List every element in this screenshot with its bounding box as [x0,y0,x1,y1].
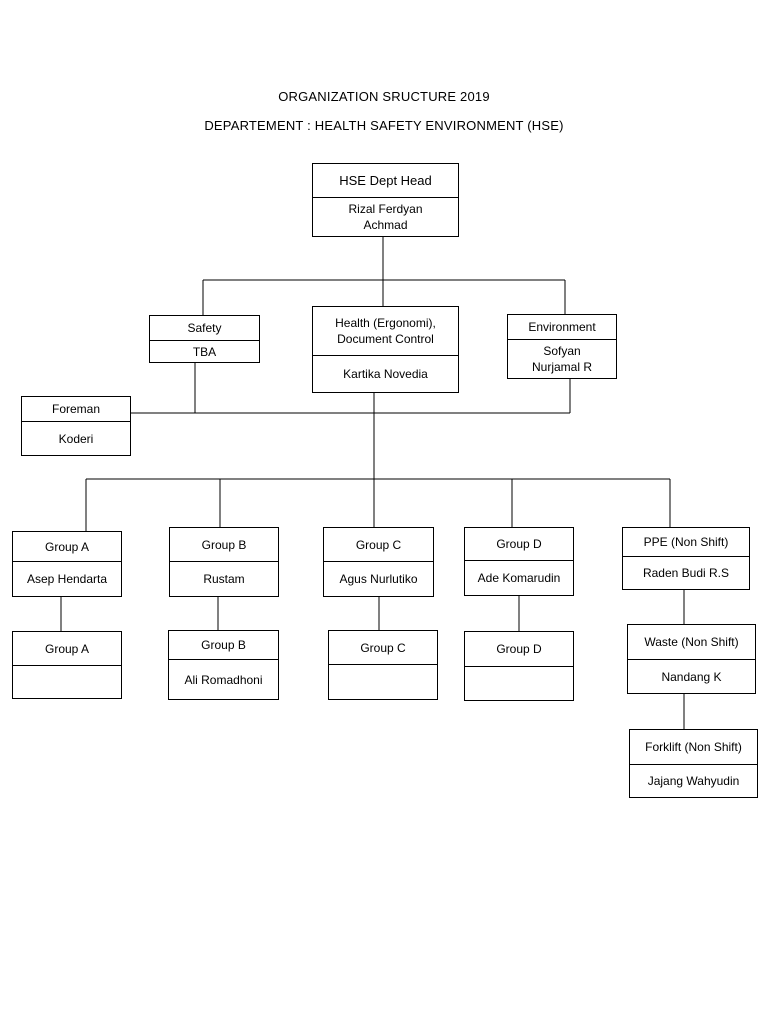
group-c-sub-role: Group C [360,640,406,655]
group-d-sub-box: Group D [464,631,574,701]
foreman-box: Foreman Koderi [21,396,131,456]
group-a-sub-role: Group A [44,641,90,656]
environment-name: Sofyan Nurjamal R [508,339,616,378]
hse-dept-head-role: HSE Dept Head [339,172,432,188]
ppe-role: PPE (Non Shift) [643,535,729,549]
group-d-role: Group D [496,537,542,551]
ppe-name: Raden Budi R.S [623,556,749,589]
group-c-box: Group C Agus Nurlutiko [323,527,434,597]
group-d-sub-role: Group D [496,642,542,656]
group-a-role: Group A [44,539,90,554]
ppe-box: PPE (Non Shift) Raden Budi R.S [622,527,750,590]
hse-dept-head-box: HSE Dept Head Rizal Ferdyan Achmad [312,163,459,237]
health-role: Health (Ergonomi), Document Control [335,316,436,346]
health-name: Kartika Novedia [313,355,458,392]
foreman-role: Foreman [51,402,101,416]
hse-dept-head-name: Rizal Ferdyan Achmad [313,197,458,236]
foreman-name: Koderi [22,421,130,455]
environment-role: Environment [528,320,596,334]
safety-role: Safety [187,321,222,335]
group-a-box: Group A Asep Hendarta [12,531,122,597]
environment-box: Environment Sofyan Nurjamal R [507,314,617,379]
chart-subtitle: DEPARTEMENT : HEALTH SAFETY ENVIRONMENT … [204,118,564,133]
forklift-role: Forklift (Non Shift) [645,740,742,754]
health-document-control-box: Health (Ergonomi), Document Control Kart… [312,306,459,393]
waste-role: Waste (Non Shift) [644,635,739,649]
group-a-sub-box: Group A [12,631,122,699]
group-b-box: Group B Rustam [169,527,279,597]
group-c-sub-name [329,664,437,699]
group-d-sub-name [465,666,573,700]
group-a-name: Asep Hendarta [13,561,121,596]
group-d-name: Ade Komarudin [465,560,573,595]
waste-box: Waste (Non Shift) Nandang K [627,624,756,694]
group-d-box: Group D Ade Komarudin [464,527,574,596]
chart-title: ORGANIZATION SRUCTURE 2019 [278,89,490,104]
waste-name: Nandang K [628,659,755,693]
group-c-name: Agus Nurlutiko [324,561,433,596]
forklift-box: Forklift (Non Shift) Jajang Wahyudin [629,729,758,798]
safety-name: TBA [150,340,259,362]
group-b-sub-name: Ali Romadhoni [169,659,278,699]
group-a-sub-name [13,665,121,698]
group-c-sub-box: Group C [328,630,438,700]
group-b-role: Group B [201,537,247,552]
group-b-sub-role: Group B [201,638,246,652]
forklift-name: Jajang Wahyudin [630,764,757,797]
group-b-name: Rustam [170,561,278,596]
group-b-sub-box: Group B Ali Romadhoni [168,630,279,700]
group-c-role: Group C [355,537,402,552]
safety-box: Safety TBA [149,315,260,363]
